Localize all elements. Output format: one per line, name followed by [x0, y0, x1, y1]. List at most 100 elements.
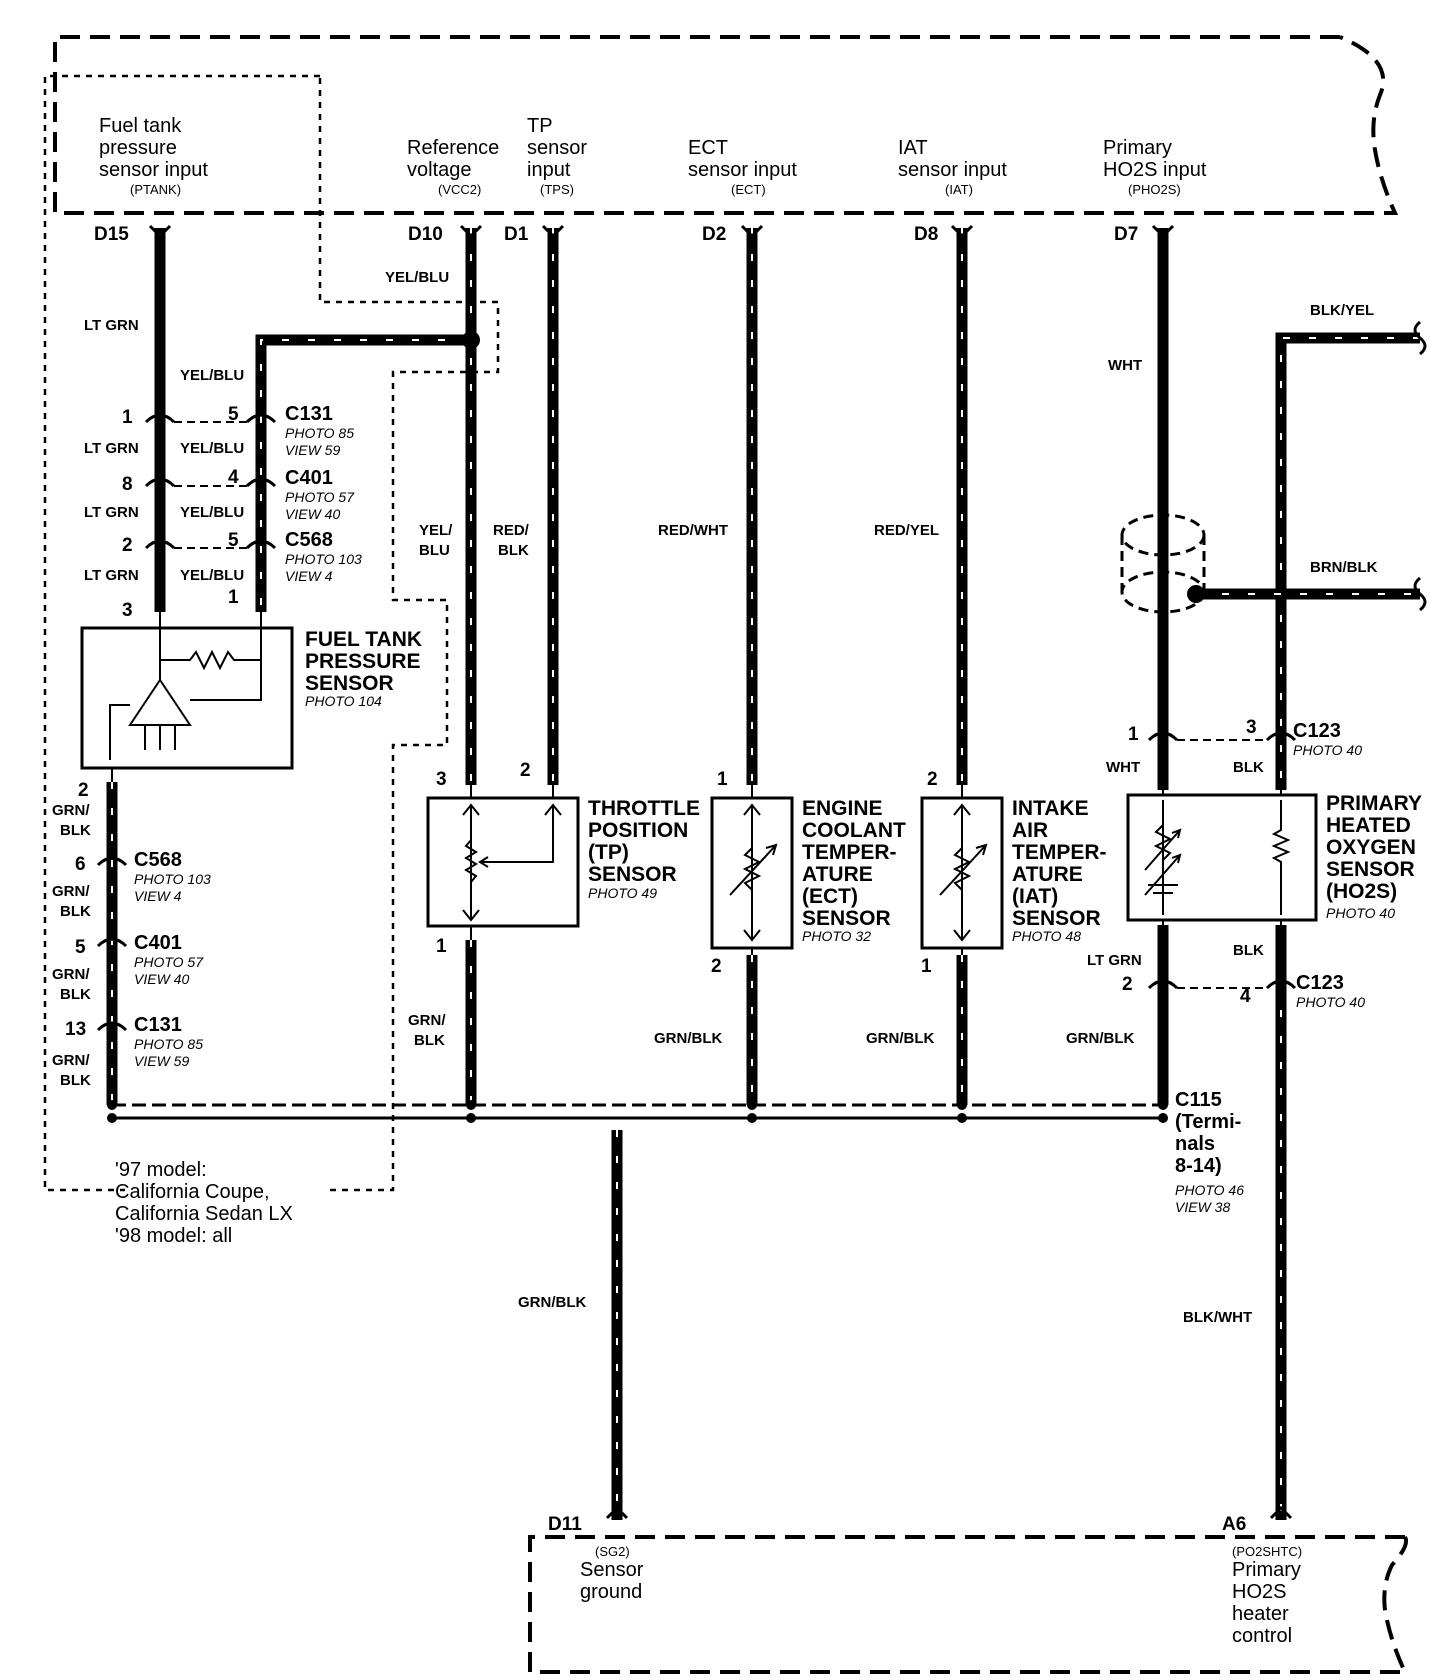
- ecm-input-iat: IAT sensor input (IAT) D8: [898, 137, 1007, 245]
- svg-text:2: 2: [1122, 974, 1133, 995]
- svg-text:A6: A6: [1222, 1514, 1246, 1535]
- wire-break-marks: [1413, 320, 1427, 612]
- svg-text:PHOTO 104: PHOTO 104: [305, 693, 382, 709]
- svg-text:C123: C123: [1293, 720, 1341, 742]
- svg-text:(HO2S): (HO2S): [1326, 880, 1397, 903]
- svg-text:Primary: Primary: [1232, 1559, 1301, 1581]
- svg-text:RED/YEL: RED/YEL: [874, 522, 939, 539]
- svg-text:GRN/: GRN/: [52, 883, 90, 900]
- svg-text:PHOTO 103: PHOTO 103: [134, 871, 211, 887]
- svg-text:BLK: BLK: [60, 986, 91, 1003]
- svg-text:1: 1: [921, 956, 932, 977]
- svg-text:GRN/BLK: GRN/BLK: [1066, 1030, 1134, 1047]
- svg-text:SENSOR: SENSOR: [802, 907, 891, 930]
- svg-text:California Coupe,: California Coupe,: [115, 1181, 270, 1203]
- svg-text:GRN/: GRN/: [52, 1052, 90, 1069]
- svg-text:FUEL TANK: FUEL TANK: [305, 628, 422, 651]
- fuel-tank-pressure-sensor: FUEL TANK PRESSURE SENSOR PHOTO 104: [80, 612, 422, 782]
- svg-text:BRN/BLK: BRN/BLK: [1310, 559, 1378, 576]
- optional-equipment-outline: [43, 74, 500, 1192]
- svg-text:(ECT): (ECT): [802, 885, 858, 908]
- svg-text:PRIMARY: PRIMARY: [1326, 792, 1422, 815]
- svg-text:SENSOR: SENSOR: [305, 672, 394, 695]
- ecm-top-box: [53, 35, 1399, 215]
- wire-vcc2-yel-blu: [255, 228, 480, 785]
- svg-text:C568: C568: [285, 529, 333, 551]
- svg-text:(PTANK): (PTANK): [130, 182, 181, 197]
- svg-text:3: 3: [436, 769, 447, 790]
- svg-text:PRESSURE: PRESSURE: [305, 650, 421, 673]
- svg-text:D2: D2: [702, 224, 726, 245]
- svg-text:D11: D11: [548, 1514, 582, 1535]
- svg-text:SENSOR: SENSOR: [1012, 907, 1101, 930]
- ho2s-sensor: PRIMARY HEATED OXYGEN SENSOR (HO2S) PHOT…: [1126, 790, 1422, 925]
- svg-text:control: control: [1232, 1625, 1292, 1647]
- svg-text:4: 4: [1240, 986, 1251, 1007]
- svg-text:(IAT): (IAT): [1012, 885, 1058, 908]
- svg-text:(ECT): (ECT): [731, 182, 766, 197]
- svg-text:D10: D10: [408, 224, 443, 245]
- svg-text:2: 2: [122, 535, 133, 556]
- svg-text:SENSOR: SENSOR: [588, 863, 677, 886]
- svg-text:GRN/BLK: GRN/BLK: [866, 1030, 934, 1047]
- svg-text:PHOTO 32: PHOTO 32: [802, 928, 871, 944]
- svg-text:Sensor: Sensor: [580, 1559, 644, 1581]
- svg-text:LT GRN: LT GRN: [1087, 952, 1142, 969]
- svg-text:Fuel tank: Fuel tank: [99, 115, 182, 137]
- svg-text:YEL/BLU: YEL/BLU: [180, 504, 244, 521]
- terminal-marks: [148, 224, 1293, 1520]
- svg-text:sensor input: sensor input: [688, 159, 797, 181]
- inline-connector-marks: [96, 413, 1297, 1032]
- svg-text:5: 5: [228, 404, 239, 425]
- svg-text:GRN/BLK: GRN/BLK: [654, 1030, 722, 1047]
- svg-text:BLU: BLU: [419, 542, 450, 559]
- pin-numbers: 1 5 8 4 2 5 1 3 2 6 5 13 3 2 1 1 2 2 1 1…: [65, 404, 1257, 1040]
- svg-text:1: 1: [436, 936, 447, 957]
- ecm-input-ptank: Fuel tank pressure sensor input (PTANK) …: [94, 115, 208, 245]
- svg-text:GRN/: GRN/: [52, 802, 90, 819]
- svg-text:(IAT): (IAT): [945, 182, 973, 197]
- svg-text:BLK: BLK: [60, 1072, 91, 1089]
- svg-text:C568: C568: [134, 849, 182, 871]
- svg-text:LT GRN: LT GRN: [84, 440, 139, 457]
- svg-text:3: 3: [1246, 717, 1257, 738]
- svg-text:'98 model: all: '98 model: all: [115, 1225, 232, 1247]
- svg-text:RED/: RED/: [493, 522, 530, 539]
- svg-text:LT GRN: LT GRN: [84, 317, 139, 334]
- svg-text:nals: nals: [1175, 1133, 1215, 1155]
- svg-text:WHT: WHT: [1106, 759, 1140, 776]
- svg-text:(TP): (TP): [588, 841, 629, 864]
- svg-text:(SG2): (SG2): [595, 1544, 630, 1559]
- svg-text:VIEW 59: VIEW 59: [285, 442, 340, 458]
- svg-text:C115: C115: [1175, 1089, 1222, 1111]
- svg-text:INTAKE: INTAKE: [1012, 797, 1089, 820]
- iat-sensor: INTAKE AIR TEMPER- ATURE (IAT) SENSOR PH…: [920, 785, 1107, 955]
- svg-text:HEATED: HEATED: [1326, 814, 1411, 837]
- splice-dot: [462, 331, 480, 349]
- wire-blk-yel: [1275, 332, 1420, 790]
- svg-text:YEL/: YEL/: [419, 522, 453, 539]
- svg-text:COOLANT: COOLANT: [802, 819, 906, 842]
- svg-text:2: 2: [520, 760, 531, 781]
- svg-text:ground: ground: [580, 1581, 642, 1603]
- svg-text:13: 13: [65, 1019, 86, 1040]
- ecm-output-sg2: D11 (SG2) Sensor ground: [548, 1514, 644, 1603]
- svg-text:1: 1: [122, 407, 133, 428]
- svg-text:GRN/: GRN/: [408, 1012, 446, 1029]
- svg-text:C131: C131: [134, 1014, 182, 1036]
- svg-text:PHOTO 40: PHOTO 40: [1296, 994, 1365, 1010]
- svg-text:LT GRN: LT GRN: [84, 504, 139, 521]
- svg-text:(Termi-: (Termi-: [1175, 1111, 1241, 1133]
- svg-text:2: 2: [78, 780, 89, 801]
- svg-text:sensor input: sensor input: [898, 159, 1007, 181]
- shield-drain-dot: [1187, 585, 1205, 603]
- svg-text:1: 1: [228, 587, 239, 608]
- svg-text:PHOTO 49: PHOTO 49: [588, 885, 657, 901]
- svg-text:YEL/BLU: YEL/BLU: [385, 269, 449, 286]
- svg-text:GRN/: GRN/: [52, 966, 90, 983]
- svg-text:8-14): 8-14): [1175, 1155, 1222, 1177]
- svg-text:2: 2: [927, 769, 938, 790]
- connector-dashed-links: [174, 421, 1267, 989]
- ecm-bottom-box: [528, 1535, 1409, 1674]
- ect-sensor: ENGINE COOLANT TEMPER- ATURE (ECT) SENSO…: [710, 785, 906, 955]
